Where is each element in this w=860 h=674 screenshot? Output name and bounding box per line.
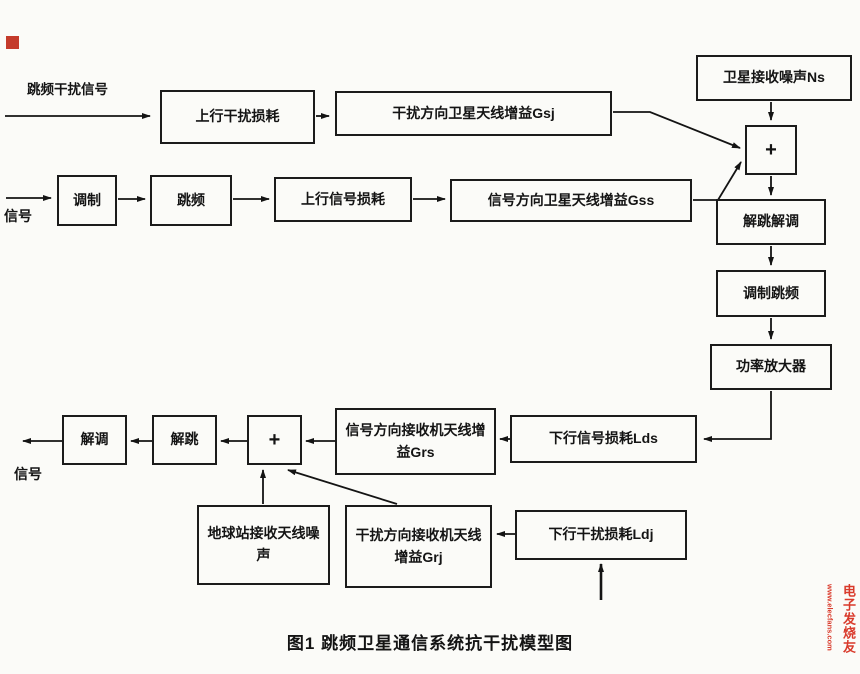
watermark-brand: 电子发烧友: [841, 584, 856, 654]
node-uplink-jam-loss: 上行干扰损耗: [160, 90, 315, 144]
arrow-gsj-to-sum: [613, 111, 741, 149]
node-freq-hop: 跳频: [150, 175, 232, 226]
arrow-gss-to-sum: [693, 161, 742, 201]
node-sat-antenna-gain-jam: 干扰方向卫星天线增益Gsj: [335, 91, 612, 136]
node-sat-antenna-gain-sig: 信号方向卫星天线增益Gss: [450, 179, 692, 222]
label-jam-input: 跳频干扰信号: [27, 82, 108, 97]
node-downlink-signal-loss: 下行信号损耗Lds: [510, 415, 697, 463]
node-sum-downlink: +: [247, 415, 302, 465]
node-satellite-noise: 卫星接收噪声Ns: [696, 55, 852, 101]
node-sum-uplink: +: [745, 125, 797, 175]
node-rx-antenna-gain-sig: 信号方向接收机天线增益Grs: [335, 408, 496, 475]
node-power-amp: 功率放大器: [710, 344, 832, 390]
node-dehop-demod: 解跳解调: [716, 199, 826, 245]
node-rx-antenna-gain-jam: 干扰方向接收机天线增益Grj: [345, 505, 492, 588]
arrow-grj-to-sum2: [287, 469, 398, 505]
node-modulate: 调制: [57, 175, 117, 226]
watermark-url: www.elecfans.com: [825, 584, 835, 651]
node-mod-hop: 调制跳频: [716, 270, 826, 317]
node-uplink-signal-loss: 上行信号损耗: [274, 177, 412, 222]
label-signal-input: 信号: [4, 208, 32, 224]
node-demod: 解调: [62, 415, 127, 465]
label-signal-output: 信号: [14, 466, 42, 482]
scan-red-mark: [6, 36, 19, 49]
arrow-poweramp-to-downloss: [703, 391, 772, 442]
figure-caption: 图1 跳频卫星通信系统抗干扰模型图: [286, 634, 574, 653]
node-downlink-jam-loss: 下行干扰损耗Ldj: [515, 510, 687, 560]
node-earth-station-noise: 地球站接收天线噪声: [197, 505, 330, 585]
node-dehop: 解跳: [152, 415, 217, 465]
watermark: 电子发烧友 www.elecfans.com: [820, 584, 857, 672]
